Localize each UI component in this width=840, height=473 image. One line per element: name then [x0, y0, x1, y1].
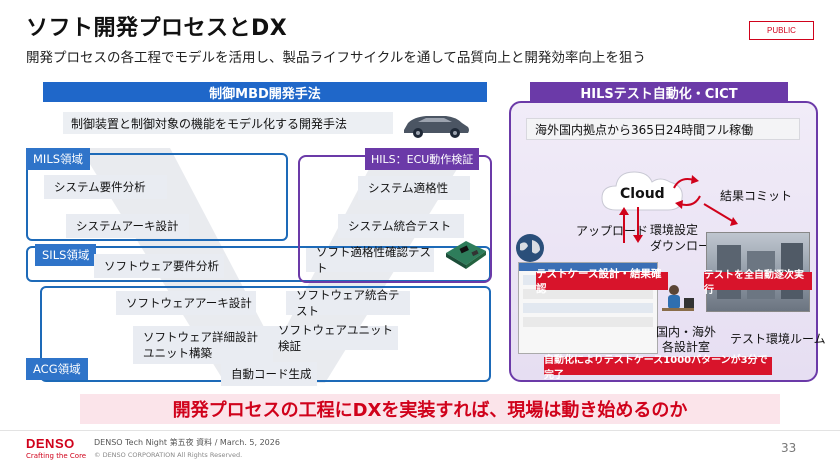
- step-system-integration-test: システム統合テスト: [338, 214, 464, 238]
- globe-icon: [516, 234, 544, 262]
- env-download-line1: 環境設定: [650, 223, 699, 237]
- step-software-qualification-test: ソフト適格性確認テスト: [306, 245, 434, 275]
- design-room-line2: 各設計室: [661, 340, 710, 354]
- ecu-board-icon: [446, 241, 486, 269]
- design-room-label: 国内・海外 各設計室: [655, 325, 717, 355]
- person-at-desk-icon: [662, 285, 694, 311]
- conclusion-banner: 開発プロセスの工程にDXを実装すれば、現場は動き始めるのか: [80, 394, 780, 424]
- test-room-label: テスト環境ルーム: [730, 332, 826, 346]
- footer-copyright: © DENSO CORPORATION All Rights Reserved.: [94, 451, 243, 459]
- denso-logo: DENSO: [26, 436, 75, 451]
- step-auto-code-generation: 自動コード生成: [221, 362, 317, 386]
- hils-label: HILS：ECU動作検証: [365, 148, 480, 170]
- result-label: 自動化によりテストケース1000パターンが3分で完了: [544, 355, 772, 381]
- page-number: 33: [781, 441, 797, 455]
- mbd-description: 制御装置と制御対象の機能をモデル化する開発手法: [63, 112, 393, 134]
- mils-label: MILS領域: [26, 148, 91, 170]
- commit-label: 結果コミット: [720, 189, 793, 203]
- step-software-unit-verification: ソフトウェアユニット検証: [268, 323, 398, 353]
- cict-description: 海外国内拠点から365日24時間フル稼働: [526, 118, 800, 140]
- footer-event: DENSO Tech Night 第五夜 資料 / March. 5, 2026: [94, 438, 280, 447]
- step-software-architecture: ソフトウェアアーキ設計: [116, 291, 256, 315]
- denso-tagline: Crafting the Core: [26, 452, 87, 460]
- page-title: ソフト開発プロセスとDX: [26, 16, 288, 41]
- acg-label: ACG領域: [26, 358, 88, 380]
- v-model-shape: [80, 148, 470, 383]
- step-software-detailed-design: ソフトウェア詳細設計 ユニット構築: [133, 326, 273, 364]
- test-case-design-label: テストケース設計・結果確認: [536, 268, 668, 295]
- page-subtitle: 開発プロセスの各工程でモデルを活用し、製品ライフサイクルを通して品質向上と開発効…: [26, 50, 646, 66]
- footer-divider: [0, 430, 840, 431]
- public-badge: PUBLIC: [749, 21, 814, 40]
- upload-label: アップロード: [576, 224, 649, 238]
- auto-exec-label: テストを全自動逐次実行: [704, 270, 812, 296]
- env-download-label: 環境設定 ダウンロード: [650, 222, 722, 254]
- upload-arrows-icon: [619, 207, 643, 243]
- env-download-line2: ダウンロード: [650, 239, 723, 253]
- mbd-banner: 制御MBD開発手法: [43, 82, 487, 102]
- sync-icon: [673, 175, 701, 209]
- sils-label: SILS領域: [35, 244, 97, 266]
- step-system-architecture: システムアーキ設計: [66, 214, 189, 238]
- step-system-qualification: システム適格性: [358, 176, 470, 200]
- detailed-design-line: ソフトウェア詳細設計: [143, 330, 258, 344]
- step-software-integration-test: ソフトウェア統合テスト: [286, 288, 410, 318]
- unit-construction-line: ユニット構築: [143, 346, 212, 360]
- commit-arrows-icon: [703, 203, 738, 226]
- hils-automation-banner: HILSテスト自動化・CICT: [530, 82, 788, 102]
- cloud-label: Cloud: [620, 186, 665, 202]
- step-system-requirements: システム要件分析: [44, 175, 167, 199]
- car-icon: [404, 116, 469, 138]
- step-software-requirements: ソフトウェア要件分析: [94, 254, 224, 278]
- design-room-line1: 国内・海外: [655, 325, 716, 339]
- cloud-icon: [601, 171, 683, 211]
- mils-region: [26, 153, 288, 241]
